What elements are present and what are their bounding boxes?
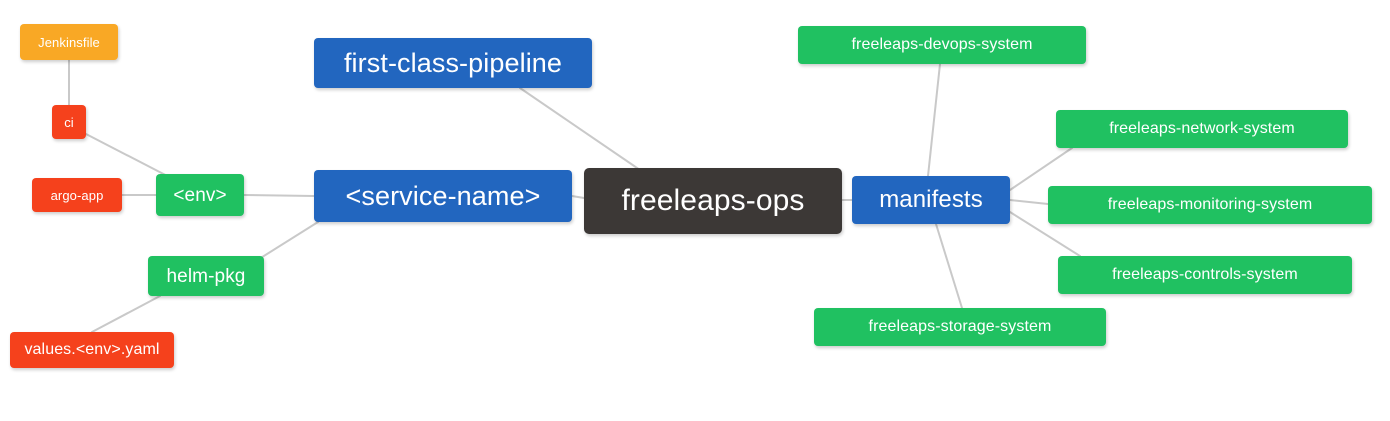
edge-first-class-pipeline-to-freeleaps-ops [519,87,641,171]
edge-manifests-to-devops-system [927,63,941,177]
node-freeleaps-ops[interactable]: freeleaps-ops [584,168,842,234]
node-label: freeleaps-network-system [1109,120,1295,137]
node-label: argo-app [50,187,104,203]
node-storage-system[interactable]: freeleaps-storage-system [814,308,1106,346]
node-values-yaml[interactable]: values.<env>.yaml [10,332,174,368]
node-service-name[interactable]: <service-name> [314,170,572,222]
node-helm-pkg[interactable]: helm-pkg [148,256,264,296]
edge-env-to-service-name [243,194,315,197]
node-label: freeleaps-ops [621,184,805,217]
node-label: helm-pkg [166,265,246,287]
node-env[interactable]: <env> [156,174,244,216]
node-label: values.<env>.yaml [24,341,160,358]
edge-manifests-to-storage-system [935,223,963,309]
node-label: ci [64,114,74,130]
node-manifests[interactable]: manifests [852,176,1010,224]
node-monitoring-system[interactable]: freeleaps-monitoring-system [1048,186,1372,224]
node-devops-system[interactable]: freeleaps-devops-system [798,26,1086,64]
node-network-system[interactable]: freeleaps-network-system [1056,110,1348,148]
node-controls-system[interactable]: freeleaps-controls-system [1058,256,1352,294]
node-label: <env> [173,184,227,206]
node-first-class-pipeline[interactable]: first-class-pipeline [314,38,592,88]
edge-manifests-to-network-system [1009,147,1073,191]
edge-manifests-to-monitoring-system [1009,199,1049,205]
node-ci[interactable]: ci [52,105,86,139]
node-label: freeleaps-controls-system [1112,266,1298,283]
edge-service-name-to-freeleaps-ops [571,195,585,199]
node-label: freeleaps-devops-system [851,36,1033,53]
edge-helm-pkg-to-values-yaml [91,295,161,333]
node-label: freeleaps-storage-system [868,318,1052,335]
node-label: Jenkinsfile [38,34,100,50]
node-argo-app[interactable]: argo-app [32,178,122,212]
node-label: manifests [879,186,983,213]
node-label: <service-name> [345,180,541,211]
node-jenkinsfile[interactable]: Jenkinsfile [20,24,118,60]
node-label: first-class-pipeline [343,47,563,78]
node-label: freeleaps-monitoring-system [1107,196,1313,213]
